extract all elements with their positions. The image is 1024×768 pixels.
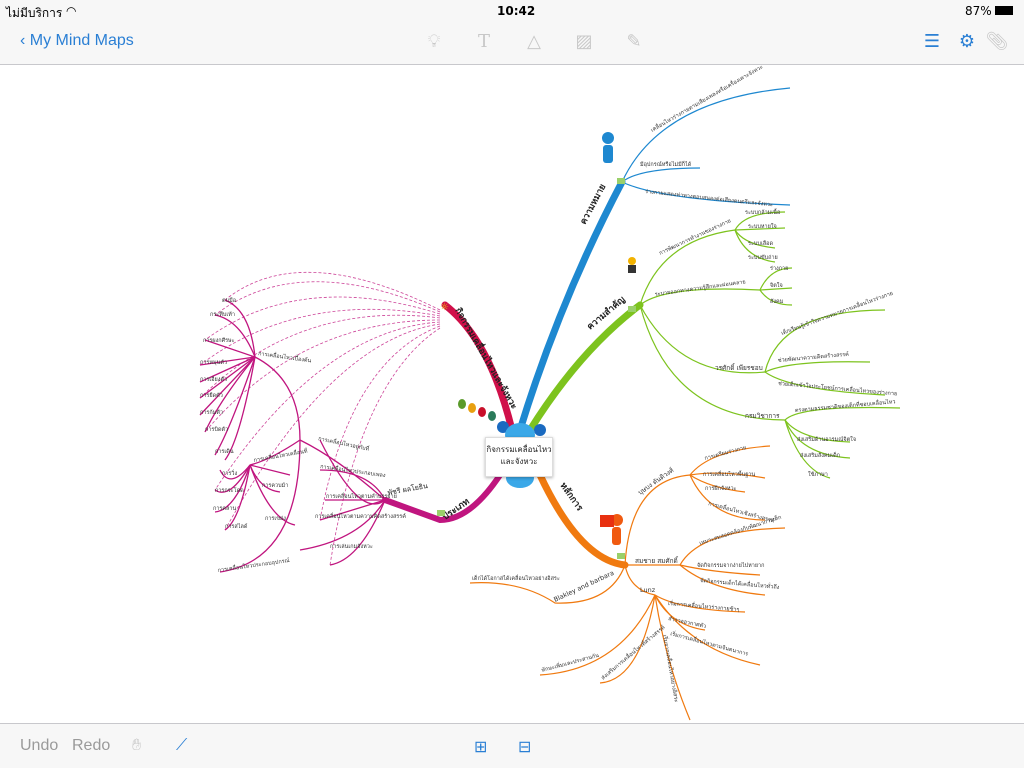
leaf[interactable]: ส่งเสริมสังคมเด็ก [800, 451, 840, 459]
worker-figure-icon [628, 257, 636, 273]
leaf[interactable]: การยืดตัว [200, 392, 223, 399]
leaf[interactable]: การเอียงตัว [200, 376, 227, 383]
navigation-bar: ‹ My Mind Maps 💡︎ T △ ▨ ✎ ☰ ⚙ 📎︎ [0, 22, 1024, 65]
leaf[interactable]: เริ่มการเคลื่อนไหวตามจินตนาการ [669, 629, 749, 658]
principles-sub[interactable]: สมชาย สมศักดิ์ [635, 556, 679, 565]
bottom-toolbar: Undo Redo ✋︎ ⟋ ⊞ ⊟ [0, 723, 1024, 768]
branch-label-activity[interactable]: กิจกรรมเคลื่อนไหวและจังหวะ [452, 305, 521, 412]
meaning-sub[interactable]: มีอุปกรณ์หรือไม่มีก็ได้ [640, 160, 692, 168]
status-bar: ไม่มีบริการ ◠ 10:42 87% [0, 0, 1024, 22]
leaf[interactable]: การก้มตัว [200, 409, 223, 416]
person-figure-blue-icon [602, 132, 614, 163]
leaf[interactable]: การเตรียมร่างกาย [704, 444, 747, 462]
types-sub[interactable]: การเคลื่อนไหวตามความคิดสร้างสรรค์ [315, 512, 406, 520]
types-sub[interactable]: การเคลื่อนไหวประกอบอุปกรณ์ [217, 556, 290, 574]
sun-icon: ☼ [440, 302, 449, 313]
leaf[interactable]: การบิดตัว [205, 426, 228, 433]
branch-importance [526, 301, 644, 434]
leaf[interactable]: การควบม้า [262, 482, 288, 489]
note-icon[interactable] [617, 553, 625, 559]
branch-types [382, 472, 503, 524]
leaf[interactable]: เริ่มจากเคลื่อนไหวอย่างอิสระ [661, 634, 681, 703]
add-subtopic-icon[interactable]: ⊞ [474, 739, 488, 756]
shapes-icon[interactable]: △ [527, 31, 541, 52]
leaf[interactable]: กระทืบเท้า [210, 311, 235, 318]
principles-sub[interactable]: Lunz [640, 586, 656, 594]
leaf[interactable]: การฝึกจังหวะ [705, 485, 737, 492]
leaf[interactable]: การเขย่ง [265, 516, 286, 522]
leaf[interactable]: ร่างกาย [770, 266, 788, 272]
lightbulb-icon[interactable]: 💡︎ [427, 31, 441, 52]
branch-label-importance[interactable]: ความสำคัญ [585, 294, 628, 332]
undo-button[interactable]: Undo [20, 737, 59, 754]
leaf[interactable]: การสไลด์ [225, 523, 248, 530]
leaf[interactable]: จิตใจ [769, 282, 782, 289]
importance-sub[interactable]: การพัฒนาการทำงานของร่างกาย [658, 217, 732, 257]
image-icon[interactable]: ▨ [575, 31, 593, 52]
mind-map-canvas[interactable]: ความหมาย ความสำคัญ กิจกรรมเคลื่อนไหวและจ… [0, 63, 1024, 723]
importance-sub[interactable]: วรศักดิ์ เพียรชอบ [715, 363, 763, 372]
wifi-icon: ◠ [66, 4, 77, 18]
leaf[interactable]: สังคม [770, 298, 784, 305]
leaf[interactable]: ช่วยเด็กเข้าใจประโยชน์การเคลื่อนไหวของร่… [778, 379, 898, 397]
leaf[interactable]: จัดกิจกรรมจากง่ายไปหายาก [697, 562, 764, 569]
note-icon[interactable] [617, 178, 625, 184]
leaf[interactable]: เด็กเรียนรู้เข้าใจความหมายการเคลื่อนไหวร… [780, 289, 894, 337]
outline-icon[interactable]: ☰ [923, 31, 941, 52]
magic-gesture-icon[interactable]: ✋︎ [132, 737, 142, 754]
attachment-icon[interactable]: 📎︎ [985, 31, 1009, 52]
leaf[interactable]: ส่งเสริมด้านอารมณ์จิตใจ [797, 436, 856, 443]
leaf[interactable]: การกระโดด [215, 486, 244, 494]
leaf[interactable]: การหมุนตัว [200, 359, 227, 366]
back-label: My Mind Maps [29, 32, 134, 49]
types-sub[interactable]: การเล่นเกมจังหวะ [330, 543, 373, 550]
principles-sub[interactable]: บุษบง ตันติวงศ์ [637, 466, 676, 497]
text-icon[interactable]: T [477, 31, 490, 52]
carrier-text: ไม่มีบริการ [6, 6, 63, 20]
map-settings-icon[interactable]: ⚙ [958, 31, 976, 52]
leaf[interactable]: จัดกิจกรรมเด็กได้เคลื่อนไหวทั่วถึง [700, 576, 780, 591]
add-topic-icon[interactable]: ⊟ [518, 739, 532, 756]
battery-icon [995, 6, 1013, 15]
leaf[interactable]: การเคลื่อนไหวพื้นฐาน [703, 470, 755, 478]
branch-activity [441, 301, 516, 434]
redo-button[interactable]: Redo [72, 737, 111, 754]
leaf[interactable]: การผงกศีรษะ [203, 337, 235, 344]
mind-map: ความหมาย ความสำคัญ กิจกรรมเคลื่อนไหวและจ… [199, 63, 901, 721]
markers-icon [458, 399, 496, 421]
branch-meaning [516, 178, 626, 434]
leaf[interactable]: การเดิน [215, 448, 234, 455]
types-sub[interactable]: การเคลื่อนไหวเคลื่อนที่ [253, 447, 308, 464]
leaf[interactable]: ระบบเลือด [748, 240, 773, 247]
principles-sub[interactable]: Blakley and barbara [552, 569, 615, 604]
leaf[interactable]: สำรวจอวกาศตัว [668, 615, 707, 630]
leaf[interactable]: ตรงตามธรรมชาติของเด็กที่ชอบเคลื่อนไหว [794, 397, 895, 414]
leaf[interactable]: ระบบขับถ่าย [748, 254, 778, 261]
note-icon[interactable] [628, 306, 636, 312]
meaning-sub[interactable]: เคลื่อนไหวร่างกายตามเสียงเพลงหรือเครื่อง… [649, 63, 764, 134]
leaf[interactable]: ตบมือ [222, 297, 236, 304]
leaf[interactable]: การวิ่ง [222, 469, 237, 477]
battery-percent: 87% [965, 4, 992, 18]
leaf[interactable]: เด็กได้โอกาสได้เคลื่อนไหวอย่างอิสระ [472, 574, 560, 582]
leaf[interactable]: ระบบหายใจ [748, 223, 777, 230]
branch-principles [536, 471, 629, 569]
pencil-icon[interactable]: ✎ [626, 31, 642, 52]
importance-sub[interactable]: ระบายออกทางความรู้สึกและผ่อนคลาย [654, 278, 746, 298]
clock: 10:42 [497, 4, 536, 18]
central-topic[interactable]: กิจกรรมเคลื่อนไหวและจังหวะ [485, 437, 553, 477]
person-figure-orange-icon [600, 514, 623, 545]
note-icon[interactable] [437, 510, 445, 516]
leaf[interactable]: ระบบกล้ามเนื้อ [745, 208, 780, 216]
leaf[interactable]: การคลาน [213, 506, 237, 512]
importance-sub[interactable]: กรมวิชาการ [745, 412, 780, 420]
leaf[interactable]: ใช้ภาษา [808, 471, 828, 478]
leaf[interactable]: เริ่มการเคลื่อนไหวร่างกายช้าๆ [668, 599, 740, 613]
connector-icon[interactable]: ⟋ [176, 737, 188, 754]
meaning-sub[interactable]: ร่างกายแสดงท่าทางตอบสนองต่อเสียงดนตรีและ… [645, 188, 774, 208]
back-button[interactable]: ‹ My Mind Maps [20, 32, 134, 49]
types-sub[interactable]: การเคลื่อนไหวตามคำบรรยาย [326, 492, 397, 500]
